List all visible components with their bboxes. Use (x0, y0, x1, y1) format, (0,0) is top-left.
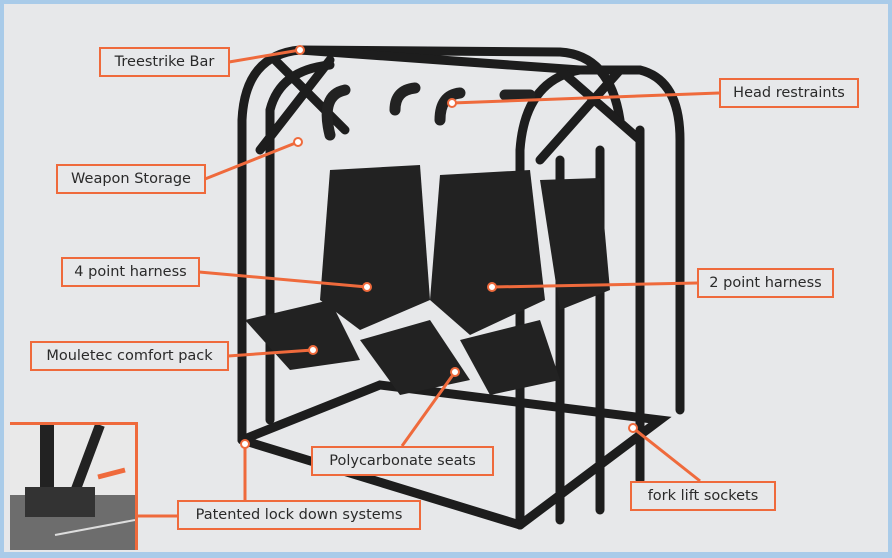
label-4-point-harness: 4 point harness (61, 257, 200, 287)
leader-lines (138, 48, 720, 518)
lockdown-mechanism-image (10, 425, 135, 550)
callout-dots (240, 45, 638, 449)
label-lock-down-systems: Patented lock down systems (177, 500, 421, 530)
roll-cage (237, 45, 685, 530)
label-fork-lift-sockets: fork lift sockets (630, 481, 776, 511)
label-weapon-storage: Weapon Storage (56, 164, 206, 194)
head-restraints (321, 82, 536, 141)
label-head-restraints: Head restraints (719, 78, 859, 108)
seats (245, 165, 610, 395)
label-treestrike-bar: Treestrike Bar (99, 47, 230, 77)
label-comfort-pack: Mouletec comfort pack (30, 341, 229, 371)
label-polycarbonate-seats: Polycarbonate seats (311, 446, 494, 476)
lockdown-inset-photo (10, 422, 138, 550)
label-2-point-harness: 2 point harness (697, 268, 834, 298)
